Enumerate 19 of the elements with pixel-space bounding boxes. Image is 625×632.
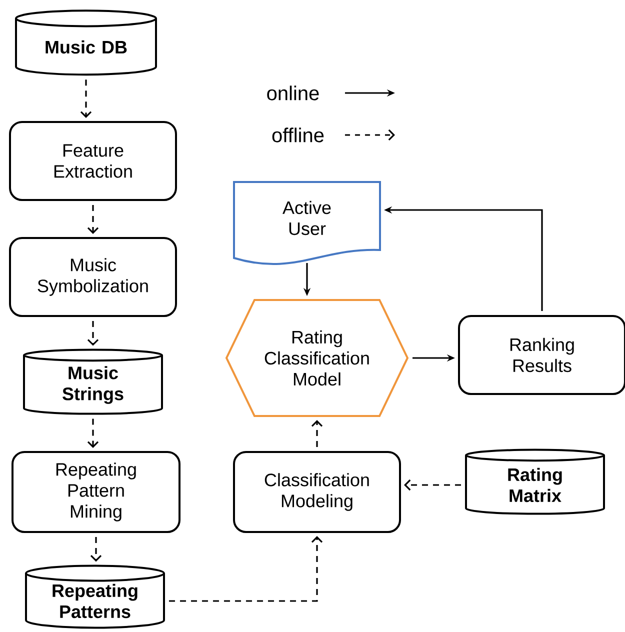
arrow [80, 80, 92, 118]
process-box: Ranking Results [458, 315, 625, 395]
arrow [404, 479, 461, 491]
legend-label: online [267, 86, 319, 100]
process-box: Classification Modeling [233, 451, 401, 533]
process-box: Feature Extraction [9, 121, 177, 201]
arrow [87, 321, 99, 346]
database-cylinder: Music Strings [23, 348, 163, 415]
database-cylinder: Rating Matrix [465, 448, 605, 515]
arrow [311, 420, 323, 447]
database-cylinder: Music DB [15, 10, 157, 76]
process-box: Repeating Pattern Mining [12, 451, 180, 533]
legend-label: offline [272, 128, 324, 142]
arrow [169, 536, 323, 602]
process-box: Music Symbolization [9, 237, 177, 317]
arrow [87, 205, 99, 234]
arrow [90, 537, 102, 562]
database-cylinder: Repeating Patterns [25, 564, 165, 629]
arrow [87, 418, 99, 448]
